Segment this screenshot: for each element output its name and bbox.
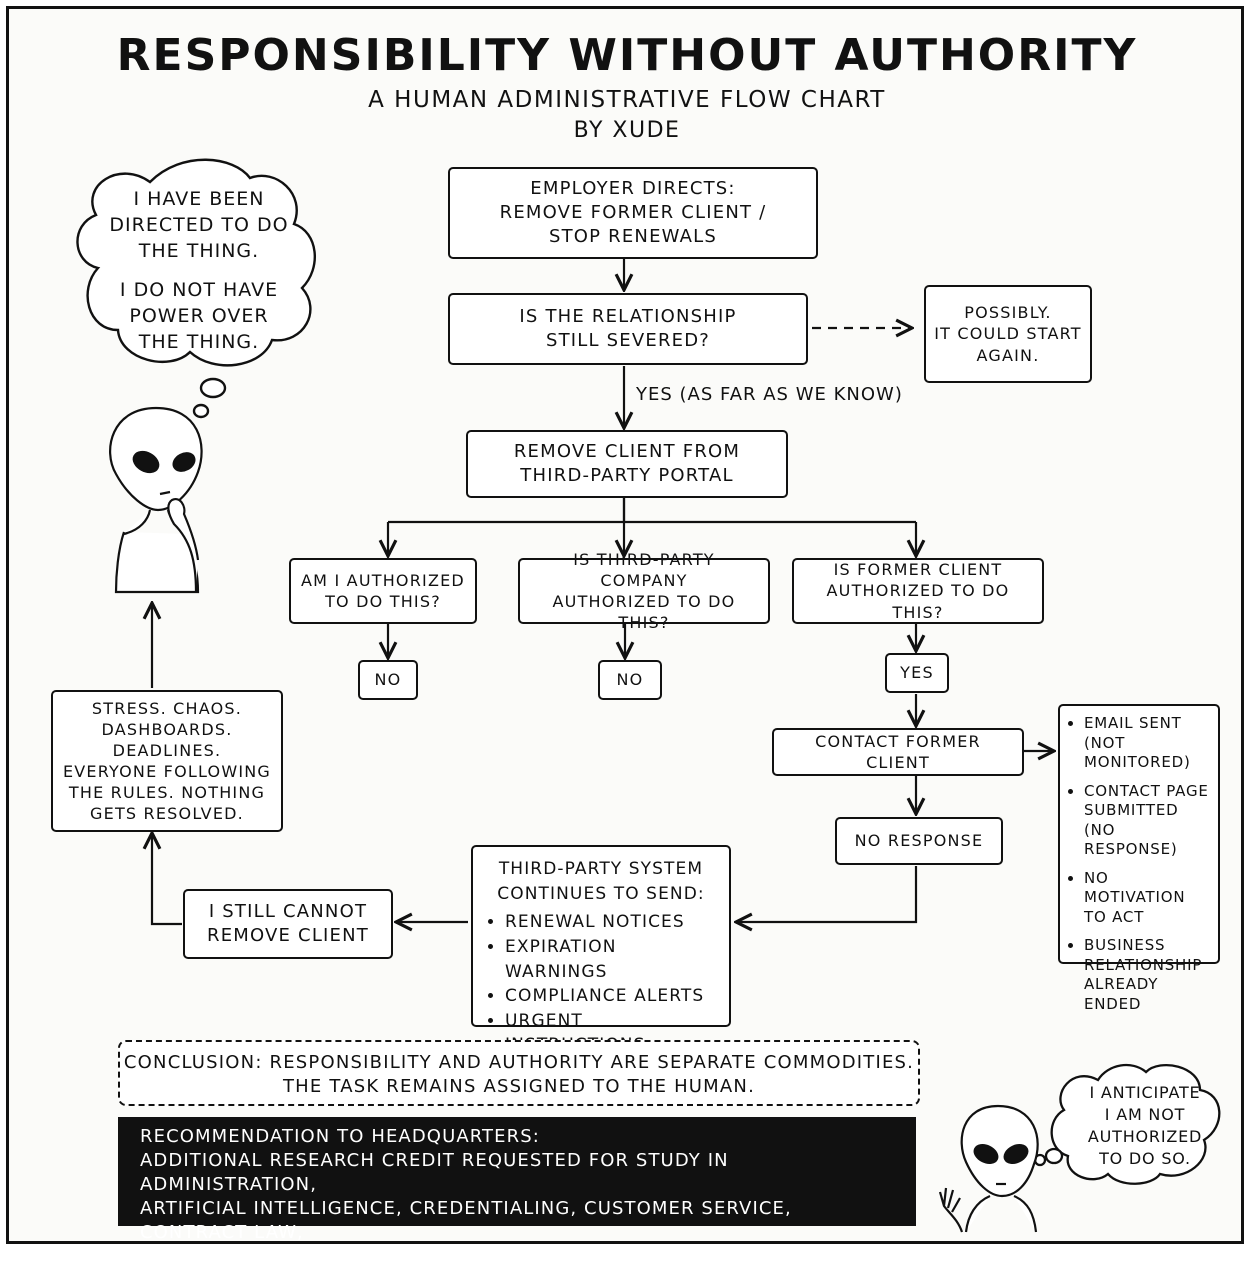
node-contact-results: EMAIL SENT (NOT MONITORED) CONTACT PAGE … [1058,704,1220,1013]
node-relationship-severed: IS THE RELATIONSHIP STILL SEVERED? [448,293,808,365]
contact-result-item: EMAIL SENT (NOT MONITORED) [1084,714,1212,773]
page-subtitle: A HUMAN ADMINISTRATIVE FLOW CHART [368,87,886,113]
third-party-item: COMPLIANCE ALERTS [505,984,719,1009]
node-stress-chaos: STRESS. CHAOS. DASHBOARDS. DEADLINES. EV… [51,690,283,832]
third-party-system-heading: THIRD-PARTY SYSTEM CONTINUES TO SEND: [497,859,705,904]
node-still-cannot: I STILL CANNOT REMOVE CLIENT [183,889,393,959]
conclusion-line-1: CONCLUSION: RESPONSIBILITY AND AUTHORITY… [123,1052,915,1073]
node-yes-1: YES [885,653,949,693]
third-party-item: EXPIRATION WARNINGS [505,935,719,984]
node-third-party-authorized: IS THIRD-PARTY COMPANY AUTHORIZED TO DO … [518,550,770,632]
node-contact-former-client: CONTACT FORMER CLIENT [772,728,1024,776]
recommendation-line: GRIEF, AND THE POSSIBLE EXISTENCE OF HEL… [140,1245,618,1267]
byline: BY XUDE [573,118,681,143]
node-possibly: POSSIBLY. IT COULD START AGAIN. [924,285,1092,383]
recommendation-banner: RECOMMENDATION TO HEADQUARTERS: ADDITION… [118,1117,916,1267]
waving-alien-icon [938,1104,1039,1233]
recommendation-line: ADDITIONAL RESEARCH CREDIT REQUESTED FOR… [140,1149,729,1195]
recommendation-line: ARTIFICIAL INTELLIGENCE, CREDENTIALING, … [140,1197,792,1243]
node-no-2: NO [598,660,662,700]
node-am-i-authorized: AM I AUTHORIZED TO DO THIS? [289,558,477,624]
thought-text-anticipate: I ANTICIPATE I AM NOT AUTHORIZED TO DO S… [1087,1083,1203,1169]
thinking-alien-icon [109,406,203,594]
arrow-still-to-stress [152,833,182,926]
conclusion-line-2: THE TASK REMAINS ASSIGNED TO THE HUMAN. [282,1076,756,1098]
recommendation-heading: RECOMMENDATION TO HEADQUARTERS: [140,1126,540,1147]
label-yes-as-far: YES (AS FAR AS WE KNOW) [636,384,903,405]
contact-result-item: CONTACT PAGE SUBMITTED (NO RESPONSE) [1084,782,1212,860]
contact-result-item: NO MOTIVATION TO ACT [1084,869,1212,928]
conclusion-box: CONCLUSION: RESPONSIBILITY AND AUTHORITY… [118,1040,920,1106]
node-no-1: NO [358,660,418,700]
thought-bubble-icon [76,158,316,419]
third-party-item: RENEWAL NOTICES [505,910,719,935]
thought-text-directed: I HAVE BEEN DIRECTED TO DO THE THING. I … [109,188,289,354]
arrow-noresponse-to-system [736,866,918,922]
page-title: RESPONSIBILITY WITHOUT AUTHORITY [116,30,1138,81]
node-third-party-system: THIRD-PARTY SYSTEM CONTINUES TO SEND: RE… [471,845,731,1055]
node-employer-directs: EMPLOYER DIRECTS: REMOVE FORMER CLIENT /… [448,167,818,259]
node-no-response: NO RESPONSE [835,817,1003,865]
contact-result-item: BUSINESS RELATIONSHIP ALREADY ENDED [1084,936,1212,1014]
thought-bubble-icon [1033,1063,1221,1185]
node-remove-client-portal: REMOVE CLIENT FROM THIRD-PARTY PORTAL [466,430,788,498]
node-former-client-authorized: IS FORMER CLIENT AUTHORIZED TO DO THIS? [792,558,1044,624]
